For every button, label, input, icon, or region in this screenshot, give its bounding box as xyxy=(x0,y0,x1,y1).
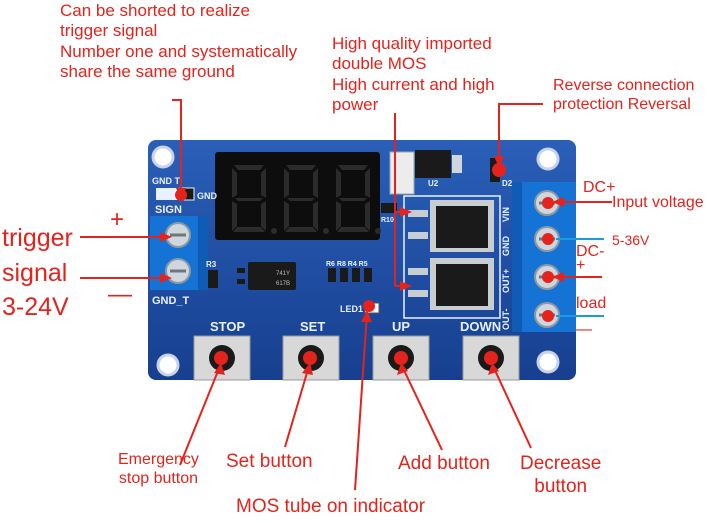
leader-short-trigger xyxy=(172,99,182,190)
regulator-u2 xyxy=(415,150,451,178)
mounting-hole xyxy=(156,353,180,377)
label-emergency: Emergency stop button xyxy=(118,451,199,488)
svg-text:VIN: VIN xyxy=(501,207,511,222)
mounting-hole xyxy=(536,147,560,171)
terminal-label-sign: SIGN xyxy=(155,204,182,216)
leader-reverse xyxy=(498,103,543,162)
label-input-voltage: Input voltage xyxy=(612,194,704,211)
leader-up xyxy=(401,365,443,451)
label-dc-minus: DC- xyxy=(576,243,605,260)
svg-text:R10: R10 xyxy=(381,217,394,224)
mounting-hole xyxy=(536,350,560,374)
leader-down xyxy=(492,365,532,449)
digit xyxy=(232,165,266,232)
mounting-hole xyxy=(151,145,175,169)
svg-text:741Y: 741Y xyxy=(276,271,290,277)
label-load: load xyxy=(576,295,607,312)
button-label: UP xyxy=(392,319,410,334)
button-label: DOWN xyxy=(460,319,501,334)
header-label: GND xyxy=(197,191,218,201)
svg-text:U2: U2 xyxy=(428,179,439,188)
label-voltage-range: 5-36V xyxy=(612,232,650,248)
leader-led xyxy=(354,312,368,491)
button-label: SET xyxy=(300,319,325,334)
trigger-minus-sign: — xyxy=(108,281,132,308)
label-dc-minus-plus: + xyxy=(576,257,586,274)
svg-text:R6 R8 R4 R5: R6 R8 R4 R5 xyxy=(326,261,368,268)
optocoupler xyxy=(248,262,296,290)
label-load-minus: — xyxy=(576,321,592,338)
svg-text:OUT+: OUT+ xyxy=(501,269,511,293)
digit xyxy=(284,165,318,232)
label-add-button: Add button xyxy=(398,453,490,474)
svg-text:D2: D2 xyxy=(502,179,513,188)
svg-text:OUT-: OUT- xyxy=(501,308,511,330)
capacitor xyxy=(389,151,415,195)
svg-text:GND: GND xyxy=(501,236,511,257)
leader-stop xyxy=(179,365,221,466)
label-mos: High quality imported double MOS High cu… xyxy=(332,34,495,115)
label-dc-plus: DC+ xyxy=(583,179,616,196)
label-trigger: trigger signal 3-24V xyxy=(2,224,73,321)
terminal-label-gnd-t: GND_T xyxy=(152,295,190,307)
trigger-plus-sign: + xyxy=(110,206,125,233)
led-label: LED1 xyxy=(340,304,363,314)
svg-text:R3: R3 xyxy=(206,260,217,269)
leader-set xyxy=(284,365,310,448)
label-reverse: Reverse connection protection Reversal xyxy=(553,77,695,114)
label-short-trigger: Can be shorted to realize trigger signal… xyxy=(60,1,298,82)
header-pin xyxy=(156,188,178,200)
button-label: STOP xyxy=(210,319,245,334)
svg-text:617B: 617B xyxy=(276,281,290,287)
digit xyxy=(336,165,370,232)
header-label: GND T xyxy=(152,176,181,186)
label-decrease-button: Decrease button xyxy=(520,453,602,497)
label-mos-indicator: MOS tube on indicator xyxy=(236,496,426,517)
label-set-button: Set button xyxy=(226,451,313,472)
